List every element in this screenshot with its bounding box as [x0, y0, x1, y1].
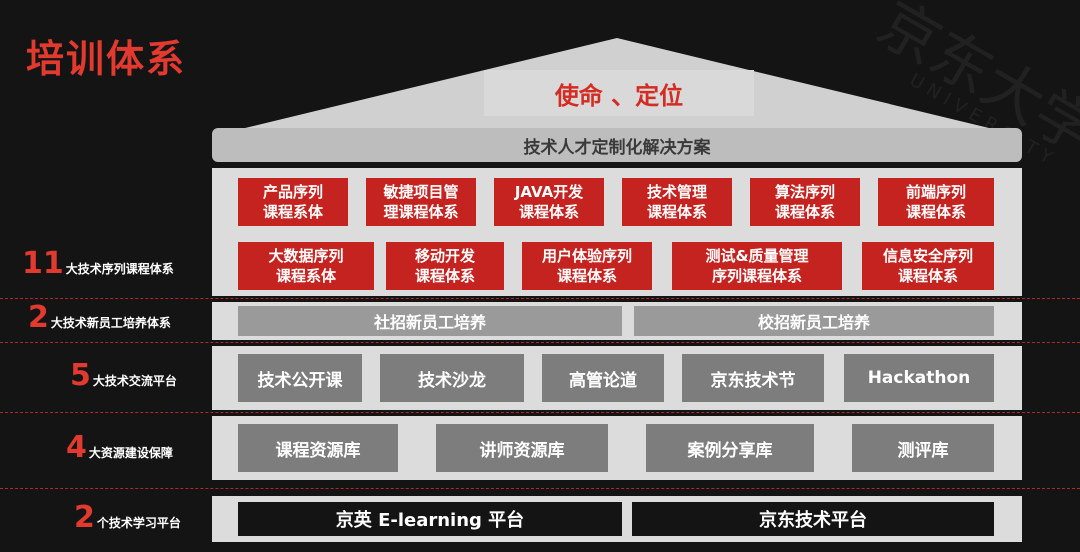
mission-box: 使命 、定位 [484, 70, 754, 116]
course-box: 算法序列课程体系 [750, 178, 860, 226]
exchange-box: Hackathon [844, 354, 994, 402]
resource-box: 讲师资源库 [436, 424, 608, 472]
course-box: 产品序列课程系体 [238, 178, 348, 226]
platform-box: 京东技术平台 [632, 502, 994, 536]
resource-box: 测评库 [852, 424, 994, 472]
separator [0, 342, 1080, 343]
exchange-box: 技术沙龙 [380, 354, 524, 402]
layer-label: 2 大技术新员工培养体系 [28, 300, 171, 335]
page-title: 培训体系 [26, 37, 187, 81]
exchange-box: 高管论道 [542, 354, 664, 402]
layer-number: 5 [70, 358, 91, 393]
exchange-box: 技术公开课 [238, 354, 362, 402]
layer-text: 个技术学习平台 [96, 516, 181, 530]
resource-box: 课程资源库 [238, 424, 398, 472]
course-box: 用户体验序列课程体系 [522, 242, 652, 290]
layer-label: 4 大资源建设保障 [66, 430, 173, 465]
layer-label: 2 个技术学习平台 [74, 500, 181, 535]
course-box: JAVA开发课程体系 [494, 178, 604, 226]
separator [0, 298, 1080, 299]
layer-number: 11 [22, 246, 64, 281]
layer-number: 2 [28, 300, 49, 335]
layer-number: 2 [74, 500, 95, 535]
onboarding-box: 校招新员工培养 [634, 306, 994, 336]
course-box: 前端序列课程体系 [878, 178, 994, 226]
course-box: 敏捷项目管理课程体系 [366, 178, 476, 226]
solution-bar: 技术人才定制化解决方案 [212, 128, 1022, 162]
layer-number: 4 [66, 430, 87, 465]
separator [0, 412, 1080, 413]
exchange-box: 京东技术节 [682, 354, 824, 402]
platform-box: 京英 E-learning 平台 [238, 502, 622, 536]
course-box: 大数据序列课程系体 [238, 242, 374, 290]
layer-label: 5 大技术交流平台 [70, 358, 177, 393]
resource-box: 案例分享库 [646, 424, 814, 472]
course-box: 测试&质量管理序列课程体系 [672, 242, 842, 290]
course-box: 技术管理课程体系 [622, 178, 732, 226]
course-box: 移动开发课程体系 [386, 242, 504, 290]
layer-text: 大技术交流平台 [92, 374, 177, 388]
layer-label: 11 大技术序列课程体系 [22, 246, 174, 281]
separator [0, 488, 1080, 489]
course-box: 信息安全序列课程体系 [862, 242, 994, 290]
onboarding-box: 社招新员工培养 [238, 306, 622, 336]
layer-text: 大资源建设保障 [88, 446, 173, 460]
layer-text: 大技术新员工培养体系 [50, 316, 171, 330]
layer-text: 大技术序列课程体系 [65, 262, 174, 276]
